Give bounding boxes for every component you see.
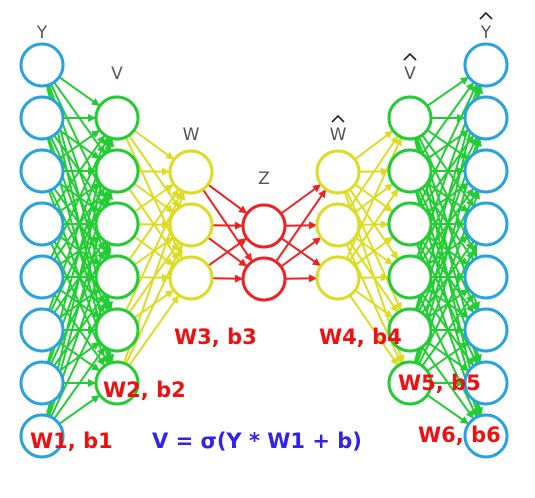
node-Y_hat-2	[465, 150, 507, 192]
arrowhead	[165, 152, 174, 160]
arrowhead	[460, 77, 469, 85]
weight-label-w5: W5, b5	[398, 371, 481, 395]
weight-label-w1: W1, b1	[30, 429, 113, 453]
arrowhead	[171, 295, 179, 304]
edge-Y-7-to-V-3	[51, 296, 108, 417]
arrowhead	[91, 395, 100, 403]
node-W_hat-1	[317, 204, 359, 246]
node-V-3	[96, 256, 138, 298]
node-Y-4	[21, 256, 63, 298]
arrowhead	[244, 253, 252, 262]
weight-label-w2: W2, b2	[103, 378, 186, 402]
edge-V_hat-2-to-Y_hat-0	[419, 84, 477, 205]
hat-mark-y	[480, 13, 492, 19]
node-V-1	[96, 150, 138, 192]
layer-title-z: Z	[258, 169, 270, 189]
weight-label-w6: W6, b6	[418, 423, 501, 447]
node-Y-1	[21, 97, 63, 139]
node-V-2	[96, 203, 138, 245]
node-Y-3	[21, 203, 63, 245]
node-Y_hat-0	[465, 44, 507, 86]
node-W-1	[170, 204, 212, 246]
arrowhead	[390, 304, 398, 313]
node-Y-2	[21, 150, 63, 192]
node-Y-0	[21, 44, 63, 86]
arrowhead	[312, 237, 321, 245]
arrowhead	[384, 257, 393, 265]
layer-title-y-hat: Y	[480, 23, 492, 43]
layer-title-w: W	[183, 125, 200, 145]
weight-label-w4: W4, b4	[319, 325, 402, 349]
layer-title-v-hat: V	[404, 64, 416, 84]
node-V_hat-1	[389, 150, 431, 192]
arrowhead	[390, 251, 398, 260]
layer-title-y: Y	[36, 23, 48, 43]
node-Y_hat-1	[465, 97, 507, 139]
node-Y-6	[21, 362, 63, 404]
node-Y_hat-3	[465, 203, 507, 245]
node-Y_hat-4	[465, 256, 507, 298]
node-W_hat-0	[317, 151, 359, 193]
arrowhead	[312, 258, 321, 266]
node-V-4	[96, 309, 138, 351]
arrowhead	[165, 290, 174, 298]
node-Z-1	[243, 258, 285, 300]
node-V_hat-2	[389, 203, 431, 245]
node-V_hat-3	[389, 256, 431, 298]
layer-title-v: V	[111, 64, 123, 84]
node-V-0	[96, 97, 138, 139]
node-W-2	[170, 257, 212, 299]
node-Y-5	[21, 309, 63, 351]
node-W_hat-2	[317, 257, 359, 299]
node-Z-0	[243, 205, 285, 247]
activation-formula: V = σ(Y * W1 + b)	[152, 429, 362, 453]
arrowhead	[312, 184, 321, 192]
node-Y_hat-5	[465, 309, 507, 351]
node-W-0	[170, 151, 212, 193]
hat-mark-w	[332, 116, 344, 122]
hat-mark-v	[404, 54, 416, 60]
arrowhead	[91, 98, 100, 106]
layer-title-w-hat: W	[330, 125, 347, 145]
weight-label-w3: W3, b3	[174, 325, 257, 349]
node-V_hat-0	[389, 97, 431, 139]
arrowhead	[390, 357, 398, 366]
arrowhead	[318, 189, 326, 198]
